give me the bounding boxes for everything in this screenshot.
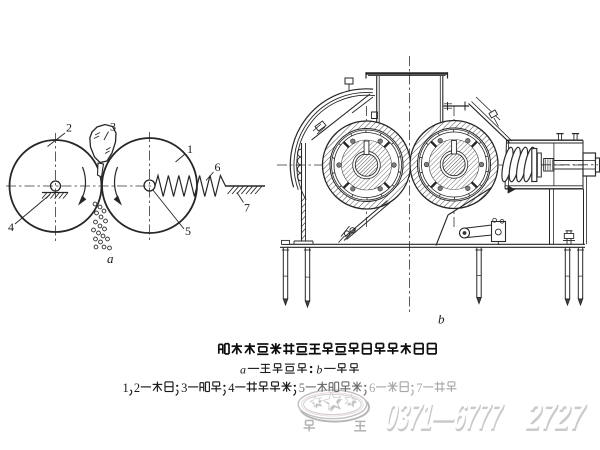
svg-text:3: 3 <box>110 120 116 134</box>
svg-text:b: b <box>438 312 445 327</box>
svg-text:2727: 2727 <box>522 395 589 438</box>
svg-text:a: a <box>107 251 114 266</box>
svg-text:5: 5 <box>185 224 191 238</box>
svg-text:5: 5 <box>299 381 305 395</box>
svg-text:4: 4 <box>8 220 14 234</box>
svg-text:7: 7 <box>416 381 422 395</box>
svg-text:6: 6 <box>369 381 375 395</box>
svg-text:a: a <box>240 362 246 376</box>
svg-text:4: 4 <box>228 381 235 395</box>
svg-text:7: 7 <box>244 201 250 215</box>
svg-text:1: 1 <box>187 142 193 156</box>
svg-text:2727: 2727 <box>523 398 590 441</box>
svg-text:3: 3 <box>181 381 187 395</box>
svg-text:2: 2 <box>134 381 140 395</box>
svg-text:1: 1 <box>123 381 129 395</box>
svg-text:0371—6777: 0371—6777 <box>382 397 508 439</box>
svg-text:6: 6 <box>215 160 221 174</box>
svg-text:2: 2 <box>66 121 72 135</box>
svg-text:0371—6777: 0371—6777 <box>381 395 507 437</box>
svg-text:b: b <box>316 362 322 376</box>
